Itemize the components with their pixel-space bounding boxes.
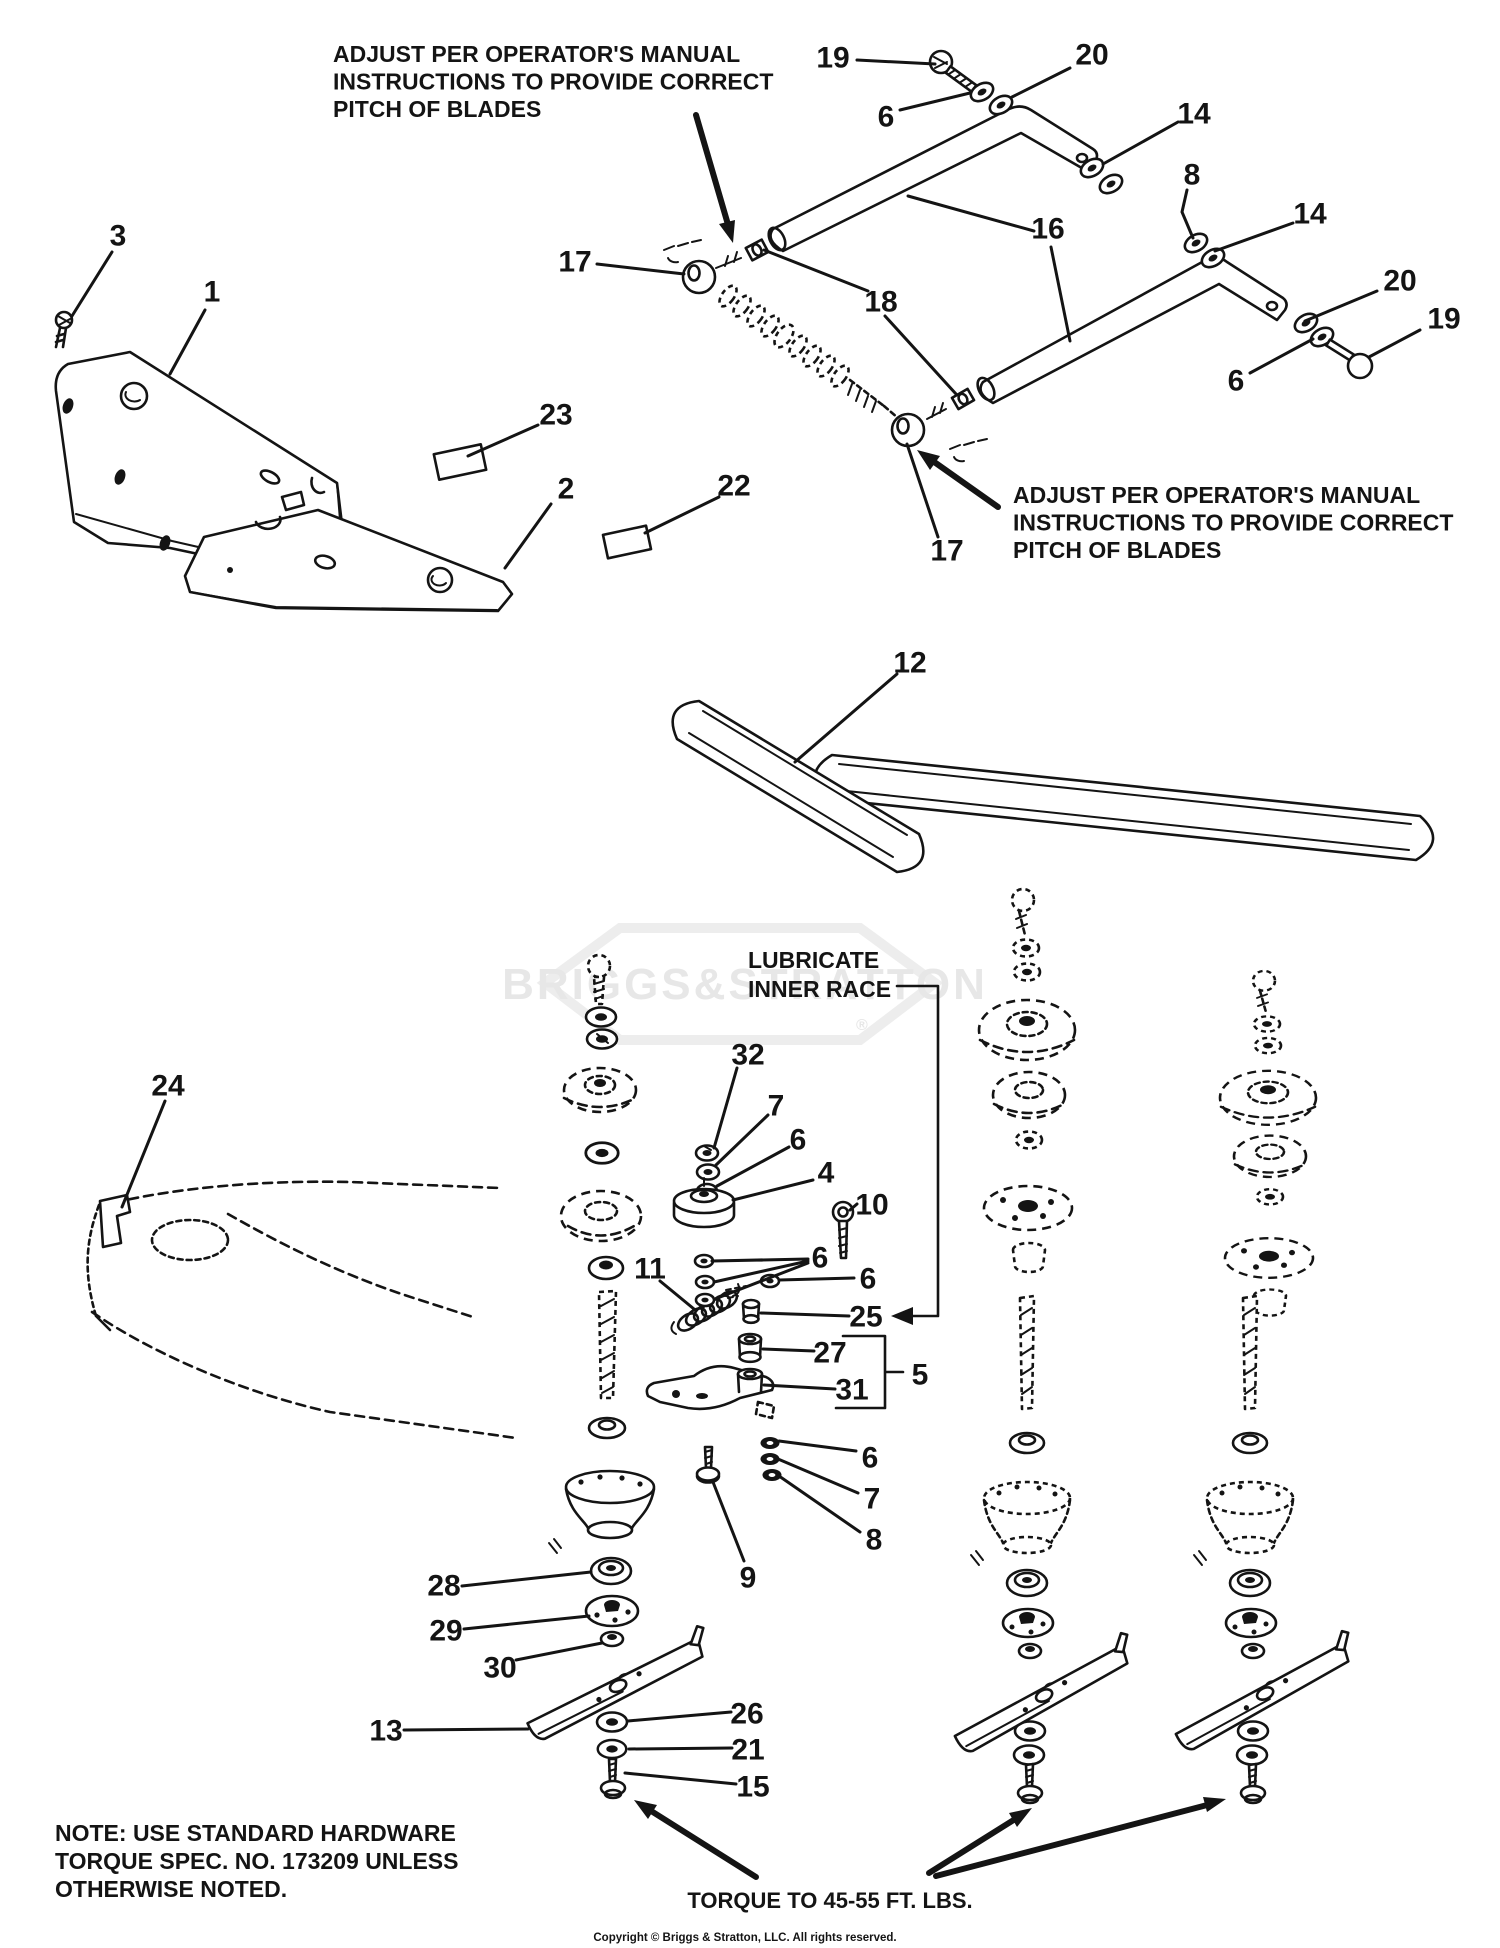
callout-arrows — [634, 112, 1226, 1880]
eye-bolt-part-10 — [831, 1200, 855, 1224]
nut-part-6 — [760, 1437, 780, 1449]
part-label-32: 32 — [731, 1039, 764, 1072]
group-bracket-part-5 — [834, 1334, 905, 1410]
blade-part-13 — [943, 1629, 1146, 1757]
part-label-14: 14 — [1177, 98, 1211, 131]
washer-part-8 — [1095, 169, 1127, 199]
part-label-17: 17 — [558, 246, 591, 279]
part-label-11: 11 — [634, 1253, 666, 1286]
part-label-19: 19 — [816, 42, 849, 75]
washer-part-6 — [694, 1292, 716, 1308]
decal-part-23 — [432, 442, 488, 482]
lift-rod-upper-part-16 — [769, 105, 1099, 253]
part-label-20: 20 — [1383, 265, 1416, 298]
spring-part-11 — [670, 1283, 741, 1335]
part-label-24: 24 — [151, 1070, 185, 1103]
idler-group — [645, 1144, 855, 1484]
part-label-10: 10 — [855, 1189, 888, 1222]
spacer-part-27 — [737, 1332, 763, 1364]
baffle-plates — [54, 310, 653, 613]
watermark-text: BRIGGS&STRATTON — [502, 960, 988, 1009]
washer-part-7 — [695, 1163, 721, 1181]
part-label-6: 6 — [790, 1124, 807, 1157]
briggs-watermark: BRIGGS&STRATTON ® — [502, 923, 988, 1045]
spindle-assembly-middle — [971, 889, 1075, 1803]
washer-part-6 — [693, 1253, 715, 1269]
spindle-shaft — [597, 1289, 618, 1400]
bolt-part-19 — [1324, 338, 1356, 362]
part-label-31: 31 — [835, 1374, 868, 1407]
pitch-linkage — [663, 49, 1374, 463]
copyright-line: Copyright © Briggs & Stratton, LLC. All … — [593, 1932, 896, 1944]
part-label-6: 6 — [878, 101, 895, 134]
part-label-1: 1 — [204, 276, 221, 309]
blade-torque-note: TORQUE TO 45-55 FT. LBS. — [687, 1888, 972, 1913]
part-label-2: 2 — [558, 473, 575, 506]
jam-nut-part-18 — [950, 387, 976, 411]
bolt-part-9 — [695, 1445, 721, 1484]
part-label-21: 21 — [731, 1734, 764, 1767]
washer-part-26 — [595, 1711, 629, 1733]
part-label-12: 12 — [893, 647, 926, 680]
drive-belt-part-12 — [671, 699, 1435, 874]
part-label-6: 6 — [862, 1442, 879, 1475]
washer-part-21 — [596, 1738, 628, 1760]
part-label-9: 9 — [740, 1562, 757, 1595]
bushing-part-31 — [736, 1367, 764, 1394]
part-label-22: 22 — [717, 470, 750, 503]
part-label-19: 19 — [1427, 303, 1460, 336]
part-label-27: 27 — [813, 1337, 846, 1370]
decal-part-22 — [601, 524, 653, 560]
washer-part-6 — [694, 1274, 716, 1290]
part-label-8: 8 — [866, 1524, 883, 1557]
jam-nut-part-18 — [744, 238, 770, 262]
spindle-assembly-center — [548, 953, 656, 1800]
part-label-25: 25 — [849, 1301, 882, 1334]
part-label-5: 5 — [912, 1359, 929, 1392]
deck-bracket-part-24 — [98, 1193, 132, 1249]
deck-outline — [86, 1180, 518, 1440]
part-label-26: 26 — [730, 1698, 763, 1731]
part-label-8: 8 — [1184, 159, 1201, 192]
part-label-15: 15 — [736, 1771, 769, 1804]
part-label-6: 6 — [1228, 365, 1245, 398]
lock-washer-part-32 — [694, 1144, 720, 1162]
part-label-7: 7 — [864, 1483, 881, 1516]
part-label-17: 17 — [930, 535, 963, 568]
part-label-30: 30 — [483, 1652, 516, 1685]
part-label-20: 20 — [1075, 39, 1108, 72]
part-label-3: 3 — [110, 220, 127, 253]
part-label-4: 4 — [818, 1157, 835, 1190]
spindle-housing — [564, 1469, 656, 1505]
part-label-13: 13 — [369, 1715, 402, 1748]
part-label-7: 7 — [768, 1090, 785, 1123]
part-label-6: 6 — [812, 1242, 829, 1275]
part-label-29: 29 — [429, 1615, 462, 1648]
part-label-14: 14 — [1293, 198, 1327, 231]
part-label-16: 16 — [1031, 213, 1064, 246]
pitch-spring — [718, 284, 900, 420]
part-label-23: 23 — [539, 399, 572, 432]
leader-lines — [70, 58, 1422, 1786]
sleeve-part-25 — [725, 1285, 761, 1325]
part-label-18: 18 — [864, 286, 897, 319]
watermark-registered-mark: ® — [856, 1017, 868, 1034]
part-label-28: 28 — [427, 1570, 460, 1603]
part-label-6: 6 — [860, 1263, 877, 1296]
